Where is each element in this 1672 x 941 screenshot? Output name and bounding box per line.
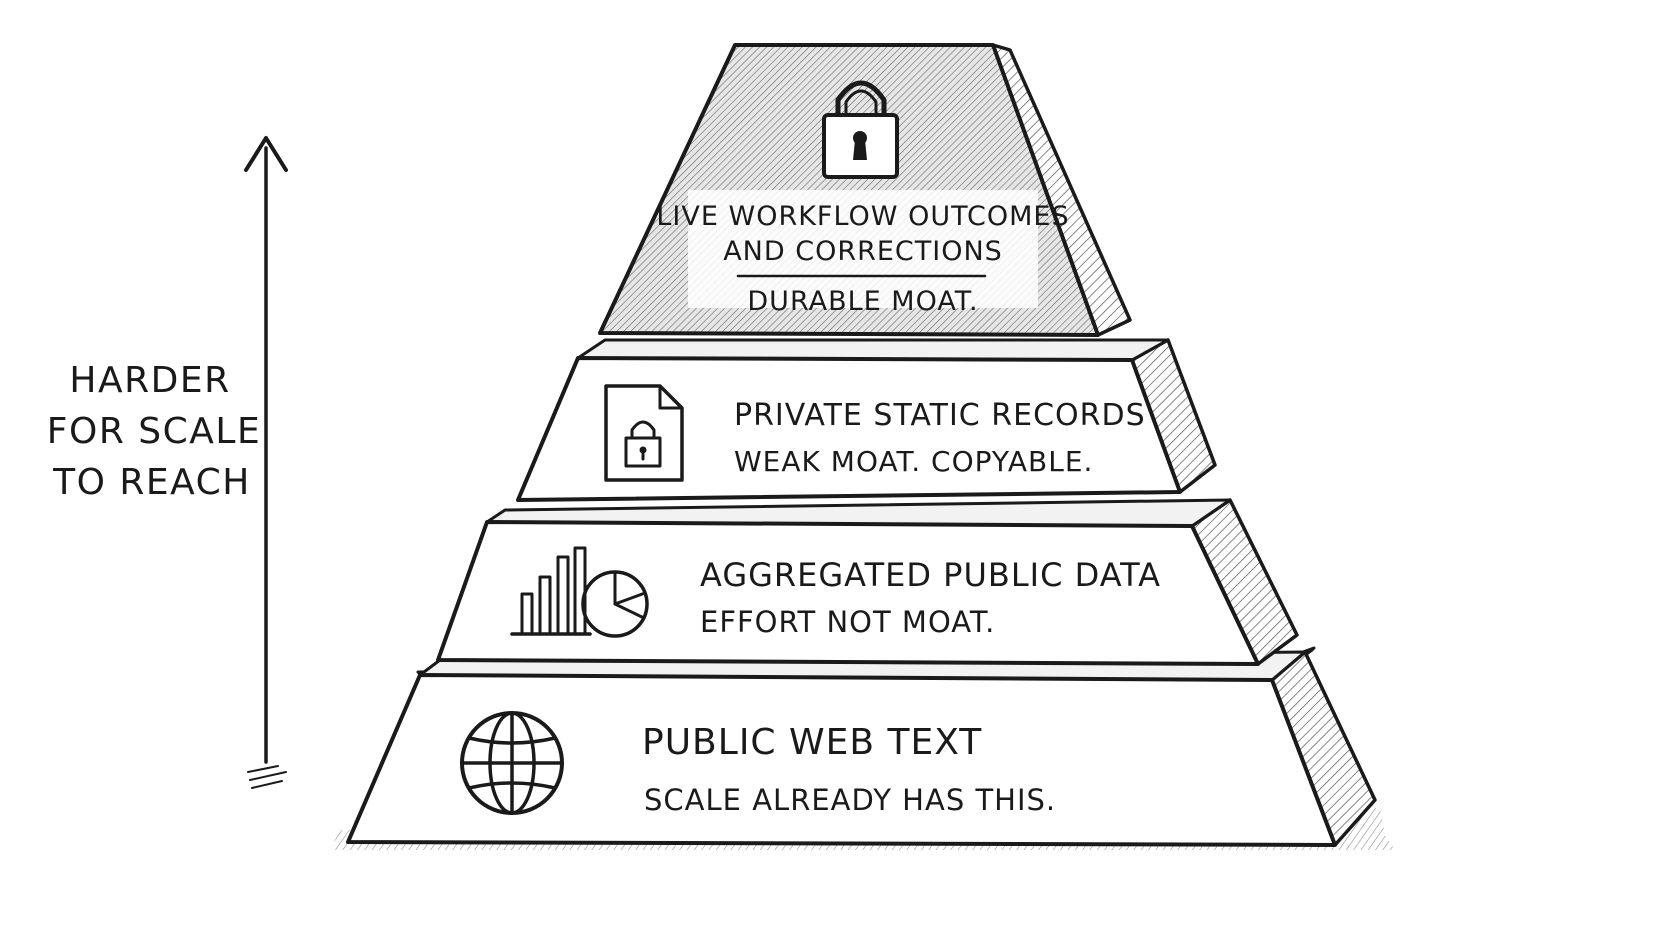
tier-aggregated-public-data: Aggregated public data Effort not moat.: [436, 498, 1299, 666]
tier-public-subtitle: Scale already has this.: [644, 783, 1056, 817]
tier-top-text-backing: [688, 190, 1038, 308]
padlock-icon: [822, 80, 899, 179]
tier-private-static-records: Private static records Weak moat. Copyab…: [516, 338, 1217, 502]
tier-top-subtitle: Durable moat.: [747, 286, 978, 317]
tier-aggregated-title: Aggregated public data: [700, 556, 1161, 594]
tier-live-workflow-outcomes: Live workflow outcomes and corrections D…: [598, 43, 1132, 337]
tier-private-subtitle: Weak moat. Copyable.: [734, 445, 1093, 478]
tier-public-web-text: Public web text Scale already has this.: [346, 646, 1377, 847]
axis-label: Harder for scale to reach: [47, 360, 261, 503]
locked-document-icon: [604, 384, 684, 482]
tier-top-title-line-1: Live workflow outcomes: [656, 201, 1069, 232]
tier-public-front: [346, 673, 1337, 847]
axis-label-line-1: Harder: [69, 360, 230, 401]
arrow-head-icon: [244, 136, 288, 172]
tier-top-title-line-2: and corrections: [723, 236, 1003, 267]
tier-aggregated-subtitle: Effort not moat.: [700, 605, 995, 639]
tier-public-title: Public web text: [642, 722, 982, 763]
tier-private-title: Private static records: [734, 398, 1146, 433]
axis-label-line-2: for scale: [47, 411, 261, 452]
bar-pie-chart-icon: [510, 546, 649, 638]
difficulty-arrow: [244, 136, 288, 789]
tier-aggregated-front: [436, 520, 1260, 666]
globe-icon: [460, 711, 564, 815]
arrow-base-hatch: [247, 765, 287, 789]
axis-label-line-3: to reach: [52, 462, 251, 503]
